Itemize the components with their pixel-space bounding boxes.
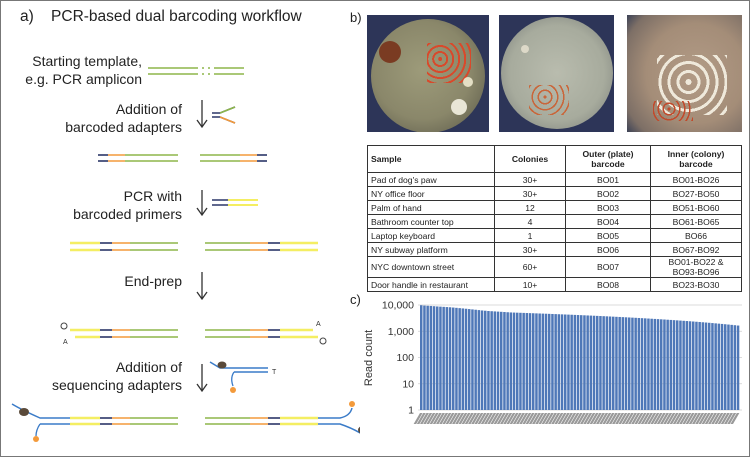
- sequencing-adapter-icon: T: [209, 361, 277, 393]
- cell-inner: BO01-BO26: [650, 172, 742, 187]
- cell-inner: BO23-BO30: [650, 277, 742, 292]
- cell-outer: BO08: [565, 277, 651, 292]
- cell-inner: BO51-BO60: [650, 200, 742, 215]
- t-overhang: T: [272, 369, 277, 376]
- header-inner: Inner (colony)barcode: [650, 145, 742, 173]
- library-strands: [11, 401, 360, 442]
- a-tail-right: A: [316, 321, 321, 328]
- step-pcr: PCR with barcoded primers: [73, 187, 182, 223]
- panel-c-label: c): [350, 292, 361, 307]
- step-adapters: Addition of barcoded adapters: [65, 100, 182, 136]
- step-4-line-1: End-prep: [124, 273, 182, 289]
- cell-colonies: 1: [494, 228, 566, 243]
- cell-inner: BO67-BO92: [650, 242, 742, 257]
- petri-dish-photo-2: [499, 15, 614, 132]
- panel-a-heading: a) PCR-based dual barcoding workflow: [20, 8, 302, 26]
- cell-sample: Bathroom counter top: [367, 214, 495, 229]
- step-seq-adapters: Addition of sequencing adapters: [52, 358, 182, 394]
- cell-outer: BO04: [565, 214, 651, 229]
- table-row: Palm of hand 12 BO03 BO51-BO60: [367, 200, 742, 215]
- step-5-line-1: Addition of: [115, 359, 182, 375]
- barcoded-primer-icon: [212, 199, 258, 206]
- table-row: Pad of dog's paw 30+ BO01 BO01-BO26: [367, 172, 742, 187]
- cell-inner: BO27-BO50: [650, 186, 742, 201]
- header-outer: Outer (plate)barcode: [565, 145, 651, 173]
- table-row: NYC downtown street 60+ BO07 BO01-BO22 &…: [367, 256, 742, 278]
- workflow-diagram: A A T: [11, 67, 360, 442]
- table-header-row: Sample Colonies Outer (plate)barcode Inn…: [367, 145, 742, 173]
- cell-colonies: 30+: [494, 186, 566, 201]
- step-3-line-2: barcoded primers: [73, 206, 182, 222]
- panel-a-label: a): [20, 8, 34, 25]
- cell-sample: NYC downtown street: [367, 256, 495, 278]
- barcoded-adapter-icon: [212, 106, 236, 124]
- arrow-down-icon: [196, 364, 208, 393]
- cell-outer: BO02: [565, 186, 651, 201]
- a-tail-left: A: [63, 339, 68, 346]
- end-prepped-strands: A A: [60, 321, 327, 346]
- cell-colonies: 30+: [494, 242, 566, 257]
- arrow-down-icon: [196, 100, 208, 129]
- cell-outer: BO05: [565, 228, 651, 243]
- cell-sample: NY subway platform: [367, 242, 495, 257]
- petri-dish-photo-1: [367, 15, 489, 132]
- table-row: NY office floor 30+ BO02 BO27-BO50: [367, 186, 742, 201]
- panel-b-label: b): [350, 10, 362, 25]
- header-colonies: Colonies: [494, 145, 566, 173]
- cell-colonies: 12: [494, 200, 566, 215]
- table-row: Door handle in restaurant 10+ BO08 BO23-…: [367, 277, 742, 292]
- table-row: NY subway platform 30+ BO06 BO67-BO92: [367, 242, 742, 257]
- template-strands: [148, 67, 244, 75]
- cell-outer: BO03: [565, 200, 651, 215]
- cell-inner: BO61-BO65: [650, 214, 742, 229]
- step-starting-template: Starting template, e.g. PCR amplicon: [25, 52, 142, 88]
- header-sample: Sample: [367, 145, 495, 173]
- step-3-line-1: PCR with: [123, 188, 182, 204]
- sample-table: Sample Colonies Outer (plate)barcode Inn…: [367, 145, 742, 292]
- phosphate-icon: [60, 322, 68, 330]
- arrow-down-icon: [196, 272, 208, 301]
- cell-outer: BO06: [565, 242, 651, 257]
- step-1-line-2: e.g. PCR amplicon: [25, 71, 142, 87]
- cell-sample: Door handle in restaurant: [367, 277, 495, 292]
- petri-dish-photo-3: [627, 15, 742, 132]
- cell-sample: Laptop keyboard: [367, 228, 495, 243]
- pcr-product-strands: [70, 241, 318, 252]
- step-2-line-2: barcoded adapters: [65, 119, 182, 135]
- cell-sample: Pad of dog's paw: [367, 172, 495, 187]
- table-row: Bathroom counter top 4 BO04 BO61-BO65: [367, 214, 742, 229]
- step-2-line-1: Addition of: [115, 101, 182, 117]
- phosphate-icon: [319, 337, 327, 345]
- cell-colonies: 60+: [494, 256, 566, 278]
- panel-a-title: PCR-based dual barcoding workflow: [51, 8, 302, 25]
- adapted-strands: [98, 154, 267, 162]
- cell-outer: BO07: [565, 256, 651, 278]
- arrow-down-icon: [196, 190, 208, 217]
- step-5-line-2: sequencing adapters: [52, 377, 182, 393]
- step-1-line-1: Starting template,: [32, 53, 142, 69]
- cell-inner: BO01-BO22 &BO93-BO96: [650, 256, 742, 278]
- cell-colonies: 10+: [494, 277, 566, 292]
- cell-sample: NY office floor: [367, 186, 495, 201]
- cell-outer: BO01: [565, 172, 651, 187]
- step-end-prep: End-prep: [124, 272, 182, 290]
- cell-colonies: 30+: [494, 172, 566, 187]
- cell-colonies: 4: [494, 214, 566, 229]
- cell-sample: Palm of hand: [367, 200, 495, 215]
- table-row: Laptop keyboard 1 BO05 BO66: [367, 228, 742, 243]
- cell-inner: BO66: [650, 228, 742, 243]
